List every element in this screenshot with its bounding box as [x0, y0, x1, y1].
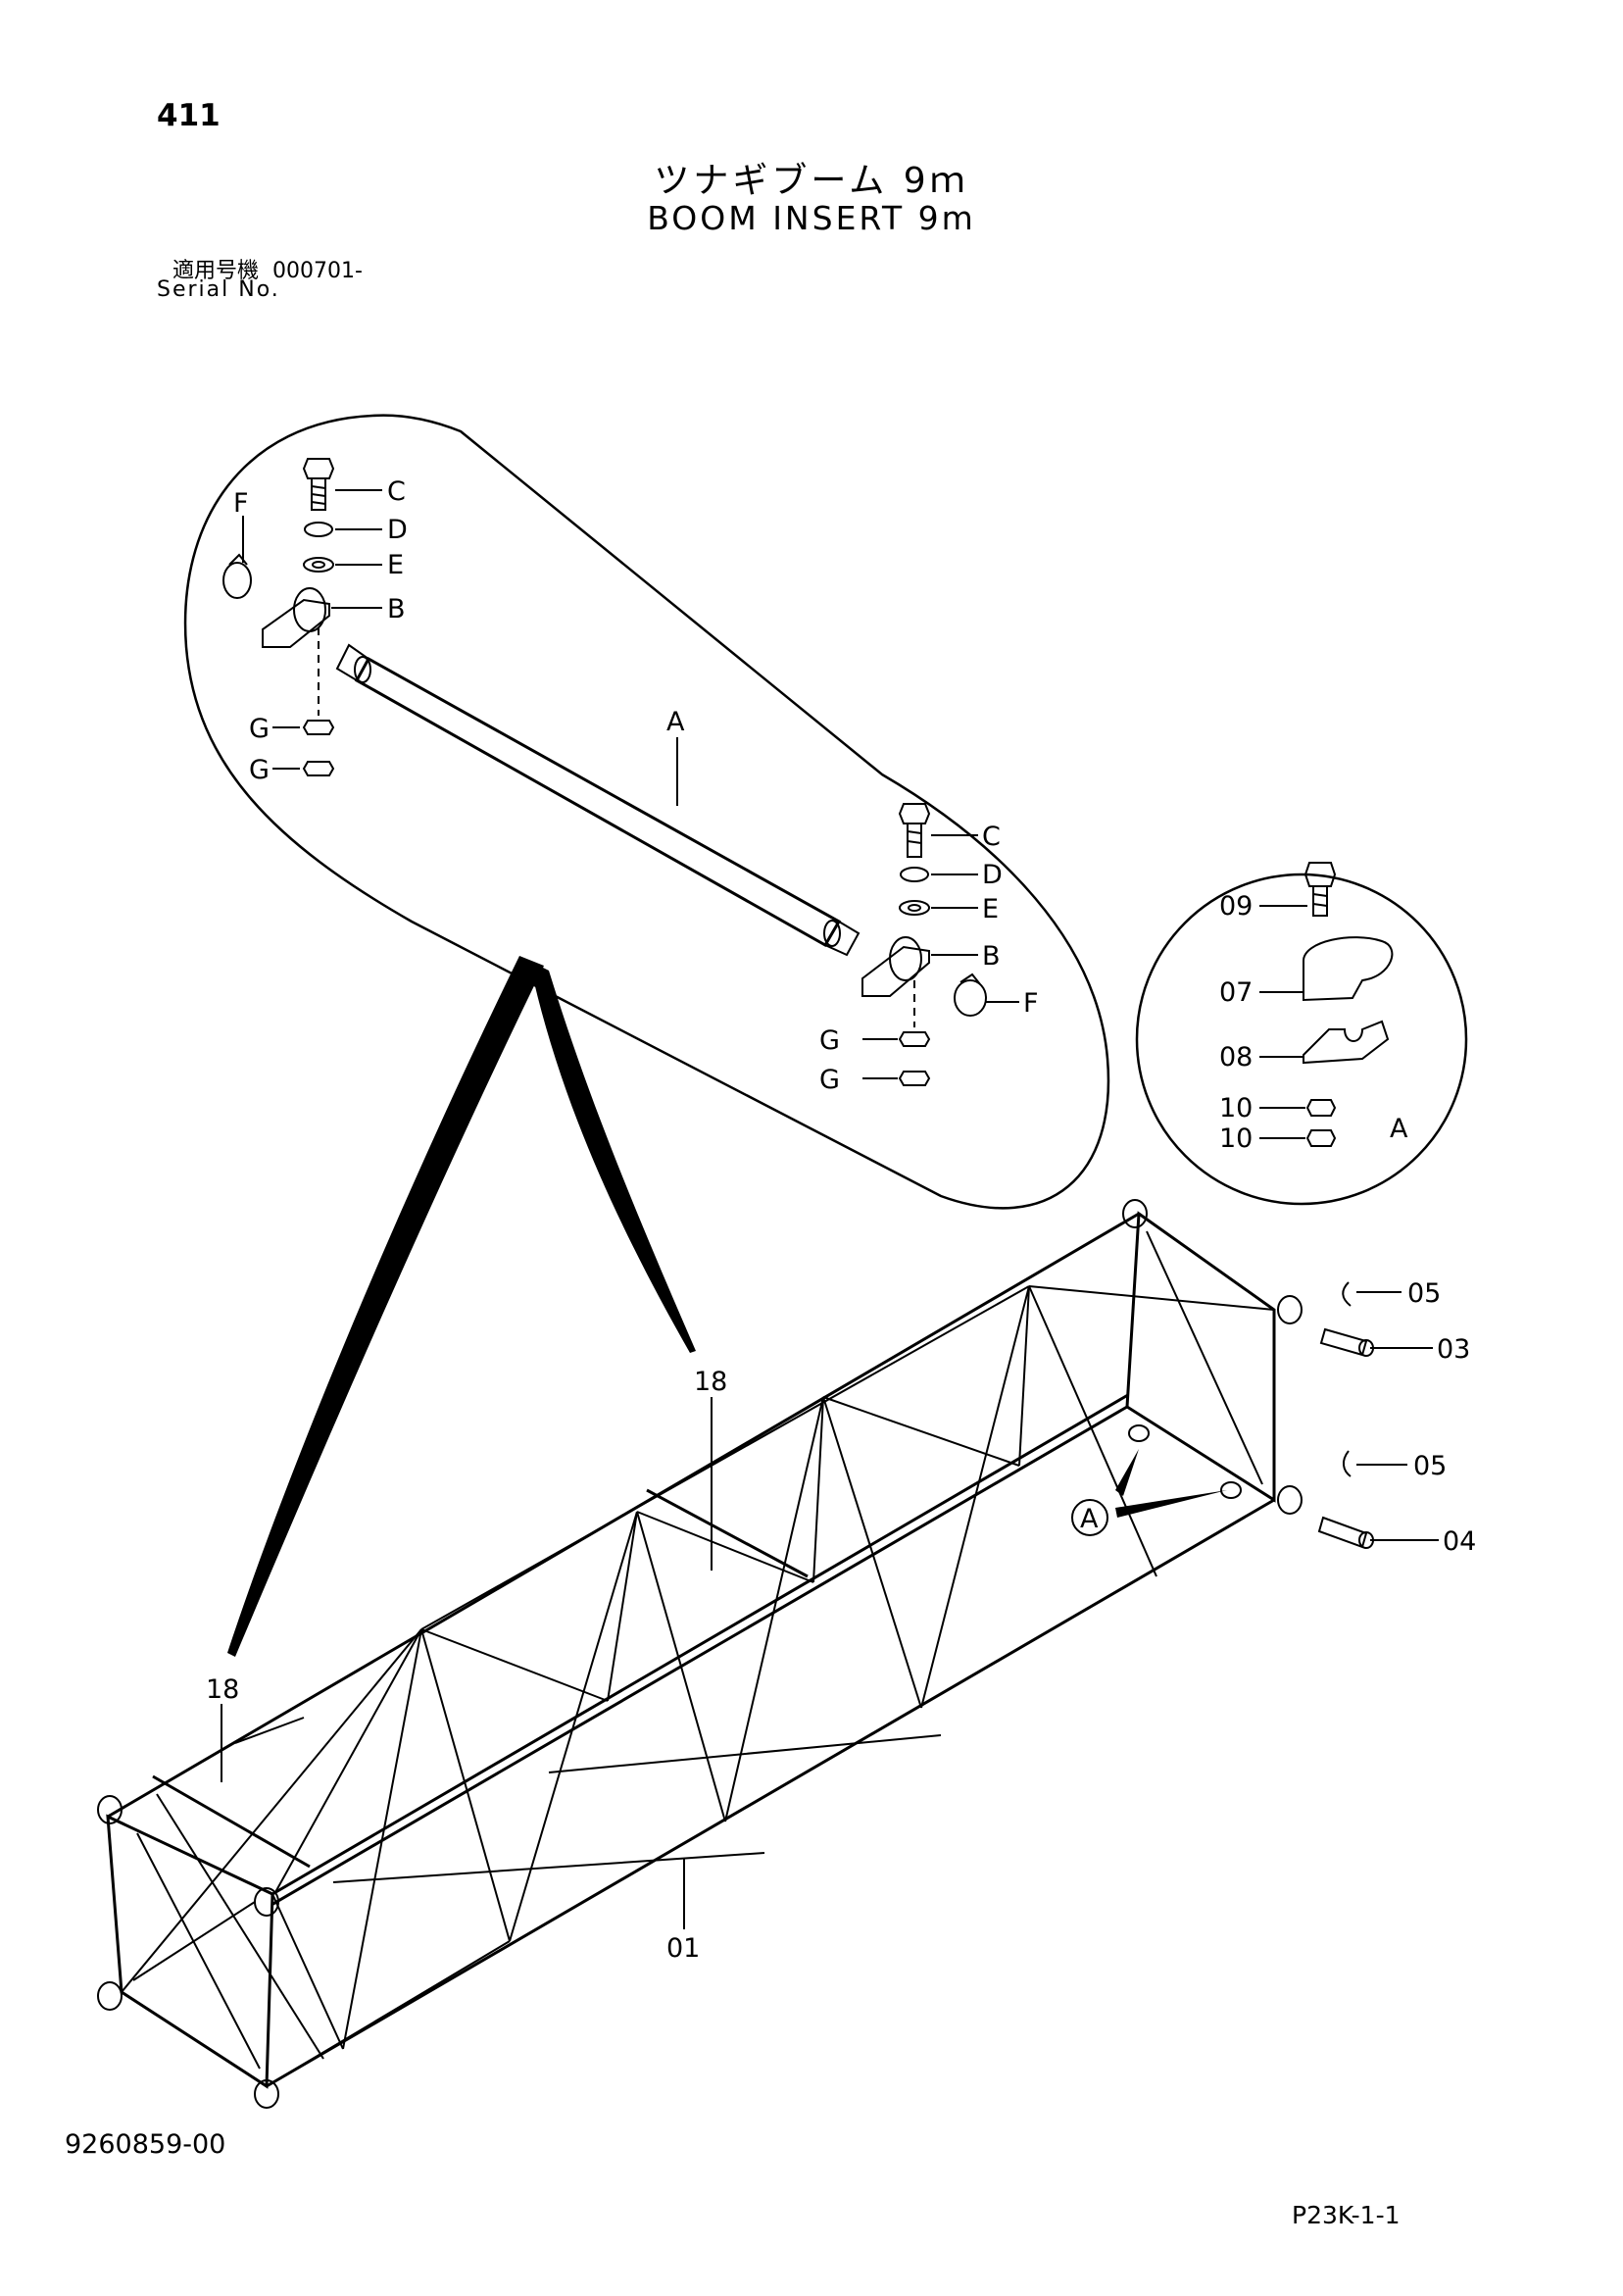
label-C-right: C — [982, 822, 1001, 852]
label-03: 03 — [1437, 1334, 1470, 1365]
frame-connection-lugs — [97, 1199, 1303, 2109]
label-G-right-1: G — [819, 1025, 840, 1056]
label-09: 09 — [1219, 891, 1253, 922]
label-E-left: E — [387, 550, 404, 580]
label-01: 01 — [666, 1933, 700, 1964]
document-number: 9260859-00 — [65, 2129, 226, 2160]
page-reference: P23K-1-1 — [1292, 2201, 1401, 2229]
pin-left-end-parts — [222, 458, 335, 776]
label-C-left: C — [387, 476, 406, 507]
label-07: 07 — [1219, 977, 1253, 1008]
label-10-a: 10 — [1219, 1093, 1253, 1123]
frame-side-lacing — [156, 1285, 1157, 2060]
pin-leader-lines — [242, 489, 1019, 1079]
label-G-left-2: G — [249, 755, 270, 785]
callout-wedge-right — [529, 961, 696, 1353]
page-number: 411 — [157, 98, 221, 133]
label-18-top: 18 — [694, 1367, 727, 1397]
serial-line-japanese: 適用号機 000701- — [172, 253, 363, 284]
clamp-detail-circle: 09 07 08 10 10 A — [1135, 862, 1468, 1206]
label-A-clamp: A — [1390, 1114, 1408, 1144]
label-10-b: 10 — [1219, 1123, 1253, 1154]
label-G-right-2: G — [819, 1065, 840, 1095]
main-leader-lines — [221, 1291, 1439, 1929]
label-A-callout: A — [1080, 1504, 1099, 1534]
label-F-right: F — [1023, 988, 1039, 1019]
label-05-lower: 05 — [1413, 1451, 1447, 1481]
serial-value: 000701- — [272, 259, 363, 283]
label-G-left-1: G — [249, 714, 270, 744]
serial-label-jp: 適用号機 — [172, 259, 260, 283]
frame-top-lacing — [273, 1285, 1275, 1895]
pin-detail-bubble: C D E B F G G A C D E B F G G — [183, 414, 1110, 1657]
label-B-left: B — [387, 594, 406, 624]
label-F-left: F — [233, 488, 249, 519]
label-B-right: B — [982, 941, 1001, 972]
callout-wedge-left — [227, 956, 544, 1657]
pin-right-end-parts — [861, 803, 987, 1086]
label-D-right: D — [982, 860, 1003, 890]
frame-bottom-lacing — [121, 1628, 942, 2087]
title-japanese: ツナギブーム 9ｍ — [654, 161, 969, 201]
pin-tube-A — [335, 643, 861, 957]
label-04: 04 — [1443, 1526, 1476, 1557]
label-A-tube: A — [666, 707, 685, 737]
label-18-left: 18 — [206, 1674, 239, 1705]
title-english: BOOM INSERT 9m — [647, 199, 976, 237]
label-08: 08 — [1219, 1042, 1253, 1073]
label-05-upper: 05 — [1407, 1278, 1441, 1309]
serial-label-english: Serial No. — [157, 277, 280, 302]
boom-insert-frame — [97, 1199, 1374, 2109]
label-D-left: D — [387, 515, 408, 545]
label-E-right: E — [982, 894, 999, 924]
